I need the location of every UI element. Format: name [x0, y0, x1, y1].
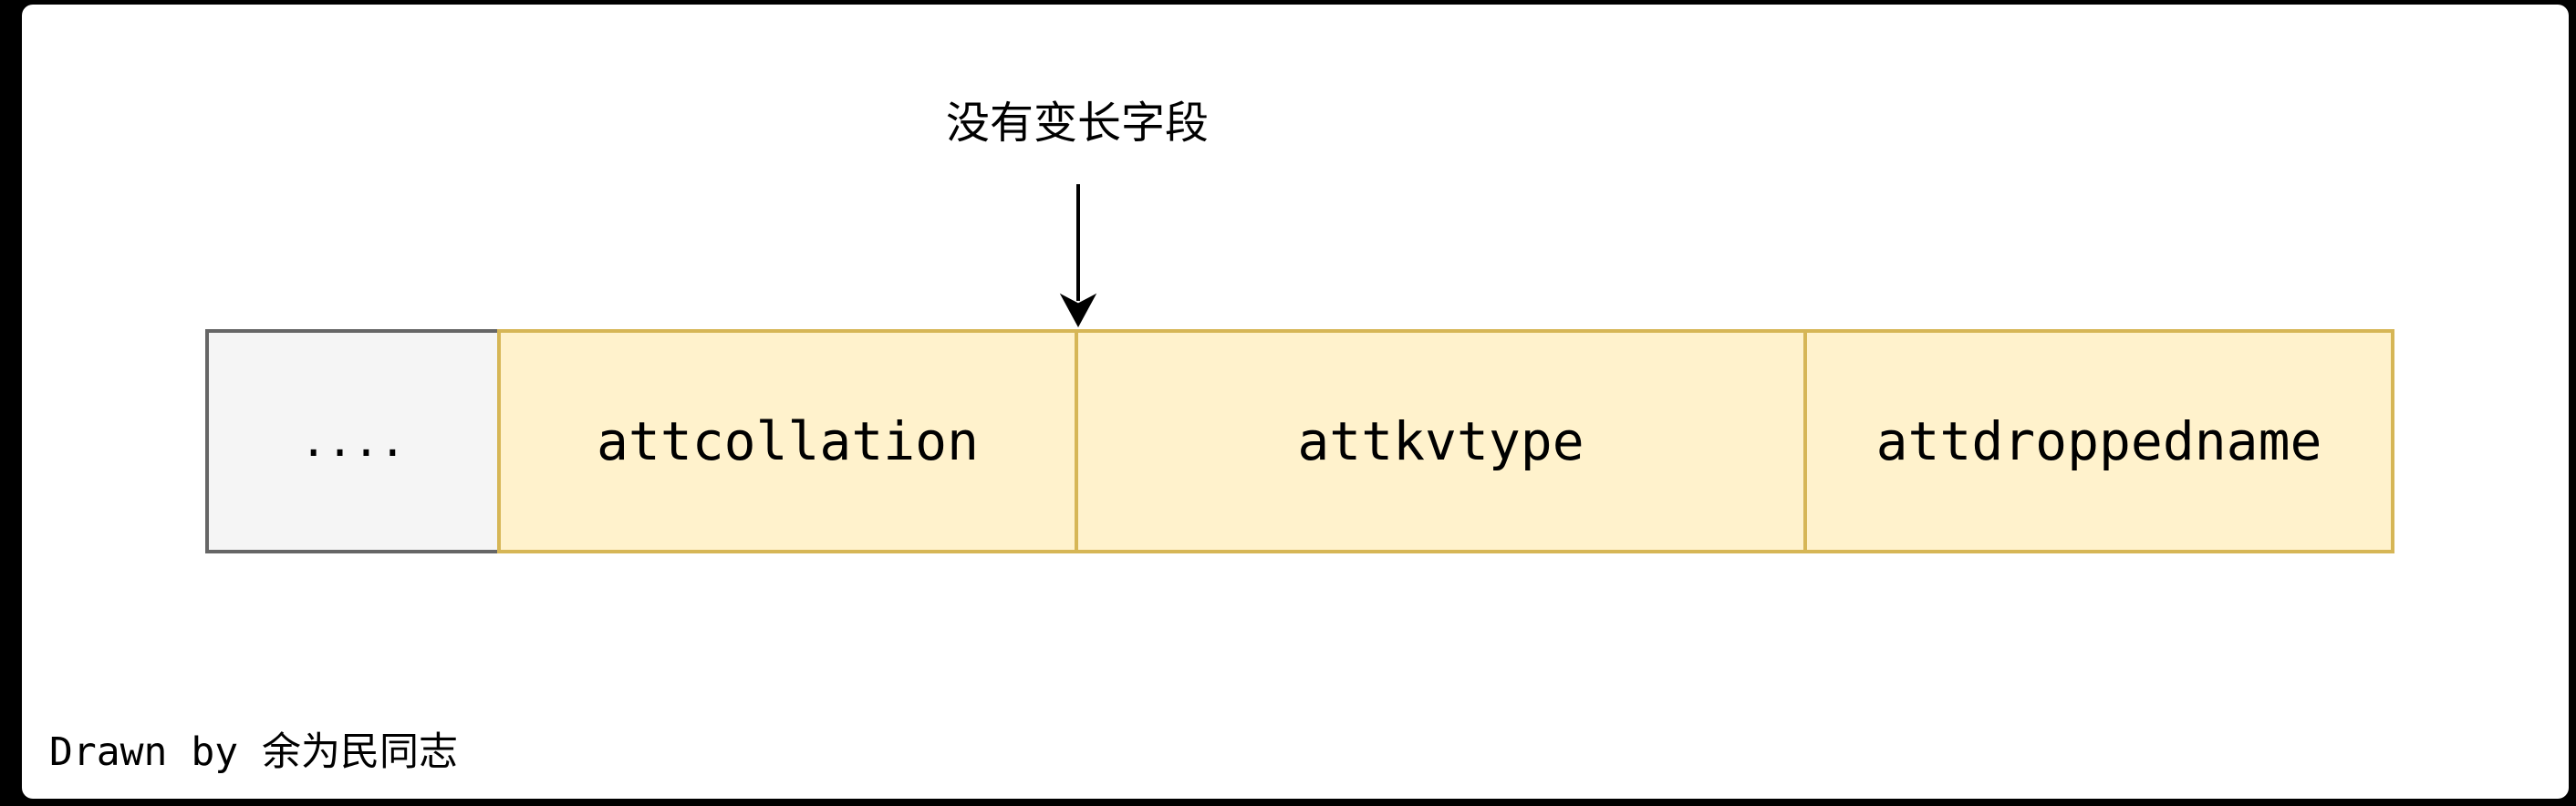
diagram-canvas: 没有变长字段 .... attcollation attkvtype attdr… [22, 5, 2569, 799]
cell-ellipsis: .... [205, 329, 497, 553]
cell-ellipsis-label: .... [300, 416, 406, 467]
cell-attkvtype: attkvtype [1078, 329, 1807, 553]
down-arrow-icon [1059, 184, 1097, 327]
cell-attdroppedname-label: attdroppedname [1875, 410, 2322, 472]
cell-attcollation: attcollation [497, 329, 1078, 553]
annotation-label: 没有变长字段 [945, 98, 1209, 149]
cell-attkvtype-label: attkvtype [1297, 410, 1584, 472]
cell-attdroppedname: attdroppedname [1807, 329, 2394, 553]
field-row: .... attcollation attkvtype attdroppedna… [205, 329, 2394, 553]
credit-text: Drawn by 余为民同志 [49, 729, 458, 775]
cell-attcollation-label: attcollation [596, 410, 980, 472]
